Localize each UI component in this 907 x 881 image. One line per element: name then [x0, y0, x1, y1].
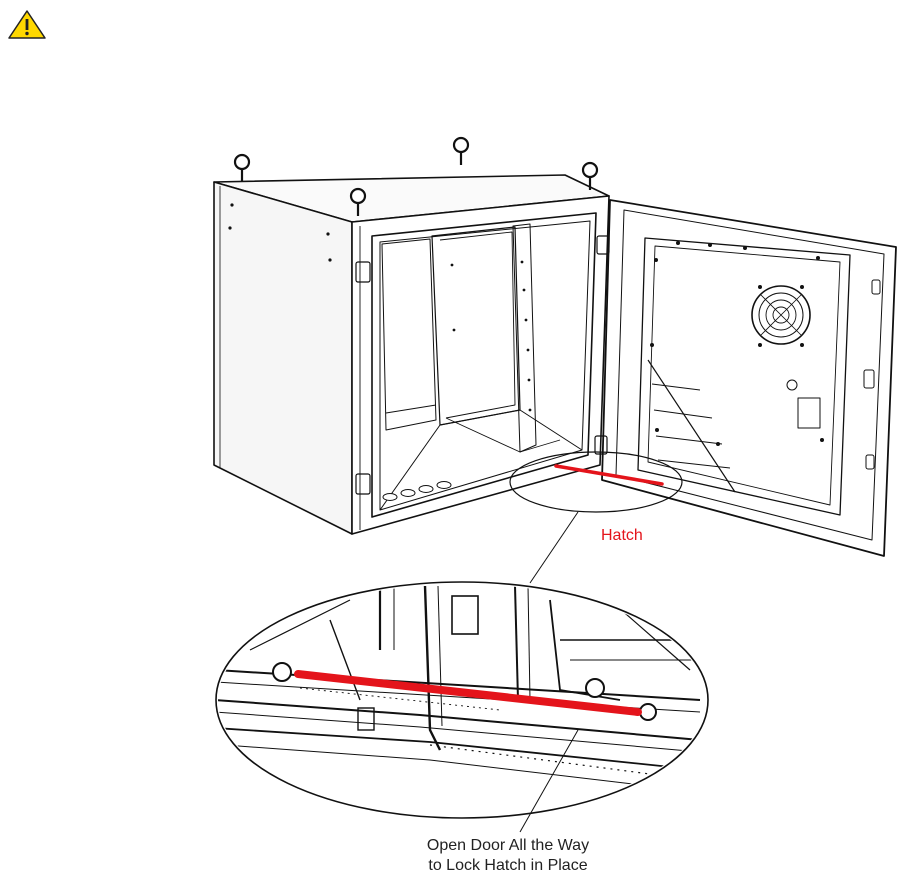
warning-triangle-icon: [9, 11, 45, 38]
callout-leader-line: [530, 512, 578, 583]
caption-line-1: Open Door All the Way: [388, 836, 628, 856]
hatch-label: Hatch: [601, 526, 643, 546]
caption-line-2: to Lock Hatch in Place: [388, 856, 628, 876]
caption: Open Door All the Way to Lock Hatch in P…: [388, 836, 628, 876]
cabinet-body: [214, 175, 609, 534]
open-door: [595, 200, 896, 556]
detail-zoom-view: [215, 582, 708, 818]
